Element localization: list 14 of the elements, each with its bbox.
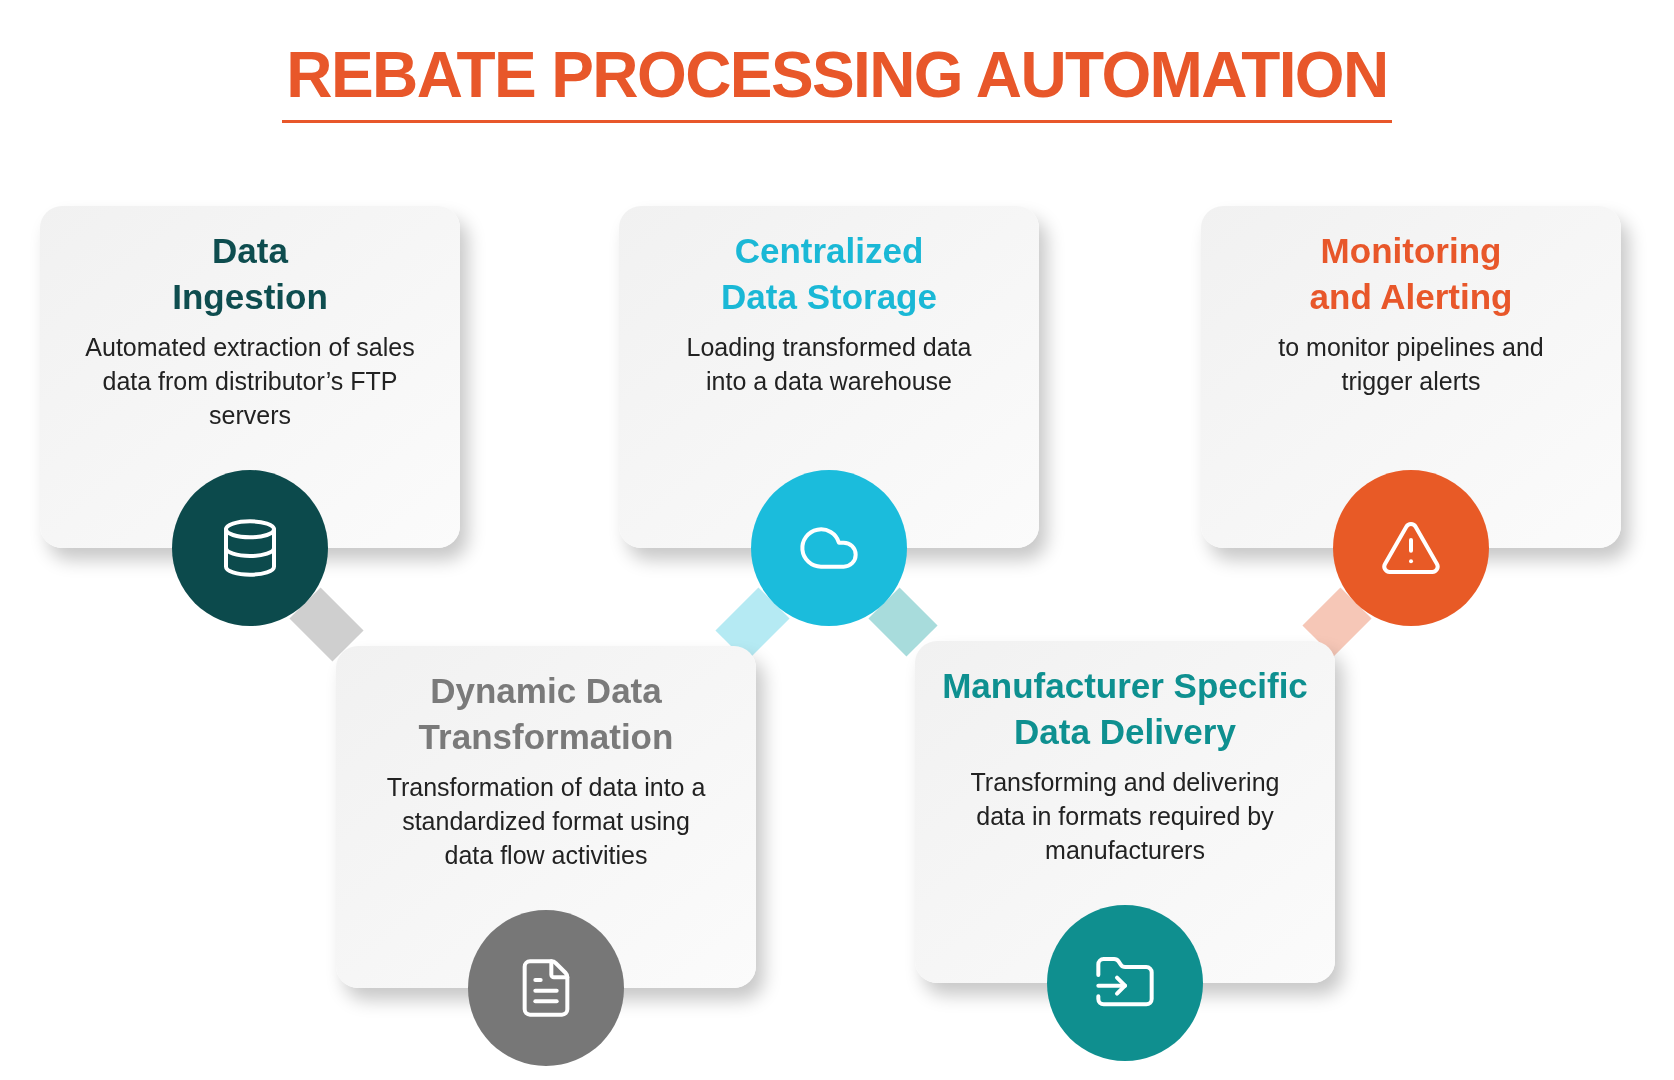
card-heading: Dynamic Data Transformation	[417, 670, 675, 758]
card-heading: Manufacturer Specific Data Delivery	[941, 665, 1309, 753]
card-description: Transformation of data into a standardized format using data flow activities	[385, 772, 707, 871]
card-heading: Centralized Data Storage	[720, 230, 938, 318]
card-heading: Monitoring and Alerting	[1308, 230, 1514, 318]
card-heading: Data Ingestion	[171, 230, 329, 318]
connector-band	[868, 587, 938, 657]
card-description: to monitor pipelines and trigger alerts	[1277, 332, 1545, 397]
card-description: Loading transformed data into a data warehouse	[685, 332, 973, 397]
connector-band	[1302, 587, 1372, 657]
connector-band	[289, 587, 364, 662]
title: REBATE PROCESSING AUTOMATION	[282, 30, 1392, 123]
card-description: Automated extraction of sales data from distributor’s FTP servers	[85, 332, 415, 431]
card-description: Transforming and delivering data in formats required by manufacturers	[969, 767, 1281, 866]
